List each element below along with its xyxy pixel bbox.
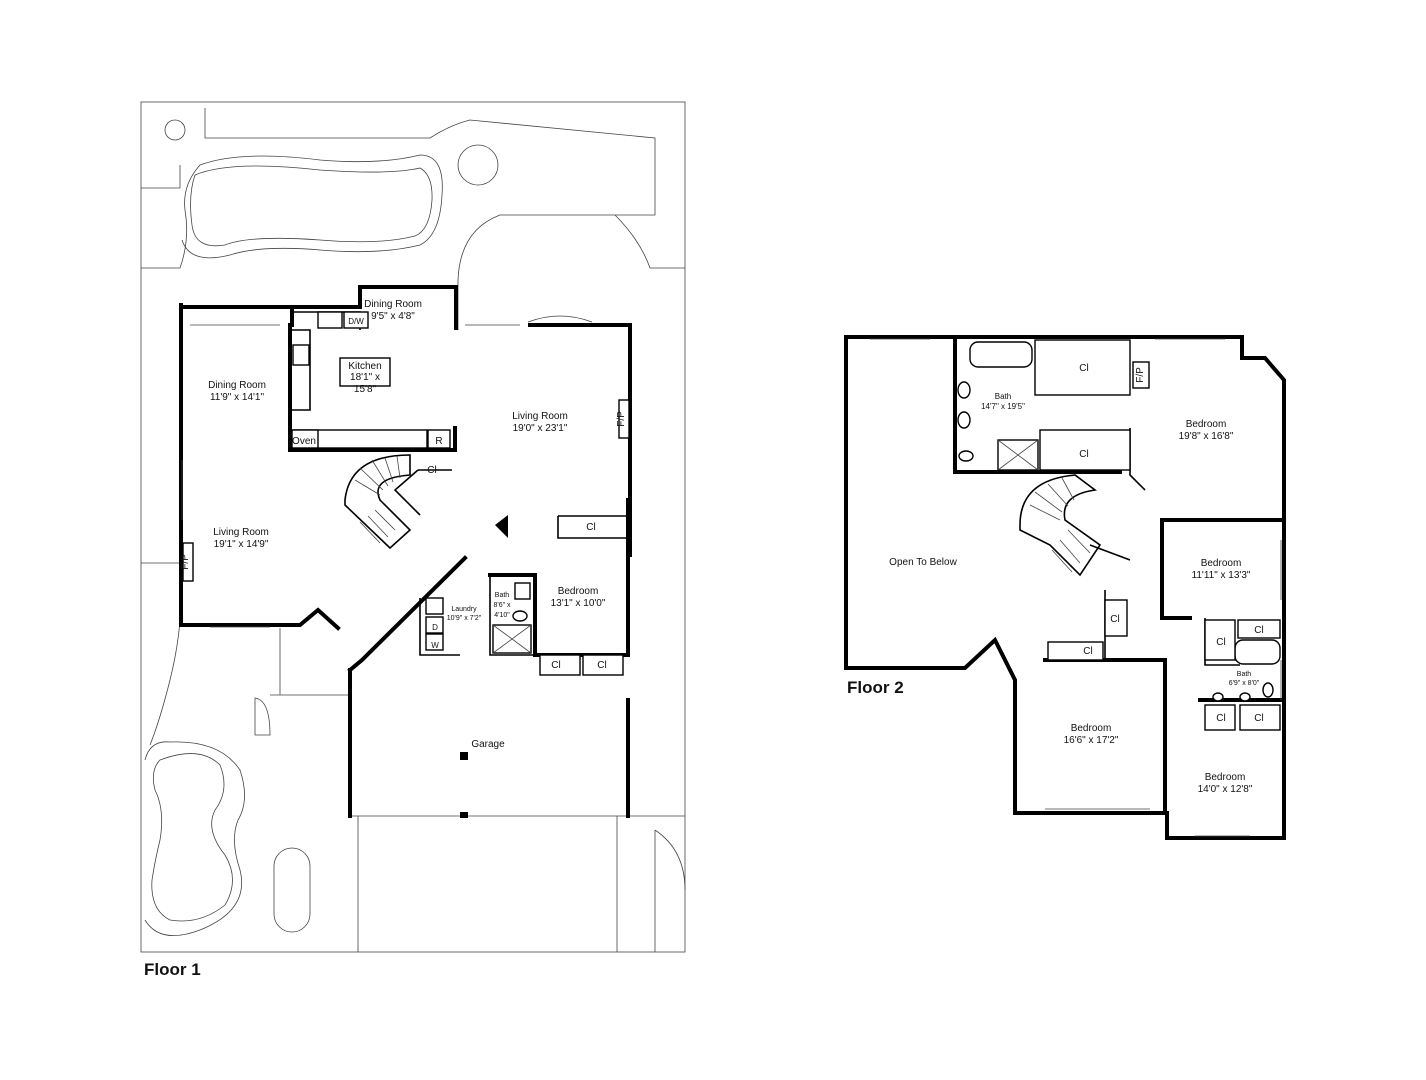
f2-bedroom-4-name: Bedroom [1205,772,1246,783]
laundry-name: Laundry [451,606,477,613]
f2-bedroom-4-dims: 14'0" x 12'8" [1198,784,1253,795]
f1-closet-stair: Cl [427,465,436,476]
f2-closet-e: Cl [1216,637,1225,648]
floor-1-title: Floor 1 [144,960,201,979]
washer-label: W [431,641,439,650]
lot-boundary [140,101,686,953]
f1-living-room-2-name: Living Room [213,527,269,538]
f2-closet-d: Cl [1083,646,1092,657]
f2-master-bedroom-dims: 19'8" x 16'8" [1179,431,1234,442]
f1-dining-room-dims: 11'9" x 14'1" [210,392,265,403]
f2-master-bath-dims: 14'7" x 19'5" [981,402,1025,411]
f1-closet-b: Cl [597,660,606,671]
floor-2-windows [870,338,1282,837]
floor-1-walls [179,285,632,818]
open-to-below-label: Open To Below [889,557,957,568]
floor-2-plan: Bath 14'7" x 19'5" Bedroom 19'8" x 16'8"… [844,335,1286,840]
floor-2-fixtures [957,339,1281,731]
f2-master-bedroom-name: Bedroom [1186,419,1227,430]
f2-closet-c: Cl [1110,614,1119,625]
f2-bedroom-2-name: Bedroom [1201,558,1242,569]
f1-living-room-name: Living Room [512,411,568,422]
f1-bath-dims-2: 4'10" [494,612,510,619]
laundry-dims: 10'9" x 7'2" [447,615,482,622]
floor-2-stairs [1019,474,1131,577]
f2-closet-f: Cl [1254,625,1263,636]
pool-area [141,108,685,330]
f1-closet-a: Cl [551,660,560,671]
garage-name: Garage [471,739,505,750]
f2-closet-a: Cl [1079,363,1088,374]
f2-bath-2-dims: 6'9" x 8'0" [1229,680,1260,687]
f1-fireplace-label-b: F/P [180,554,191,570]
floor-1-plan: Dining Room 9'5" x 4'8" D/W Kitchen 18'1… [140,101,686,979]
f2-bedroom-3-name: Bedroom [1071,723,1112,734]
f2-bath-2-name: Bath [1237,671,1252,678]
dryer-label: D [432,623,438,632]
f2-bedroom-3-dims: 16'6" x 17'2" [1064,735,1119,746]
f1-bedroom-name: Bedroom [558,586,599,597]
floor-1-windows [181,315,630,818]
f1-dining-room-name: Dining Room [208,380,266,391]
f1-bath-name: Bath [495,592,510,599]
f2-closet-b: Cl [1079,449,1088,460]
kitchen-name: Kitchen [348,361,381,372]
lower-yard [141,562,686,952]
fridge-label: R [435,436,442,447]
spa [151,753,233,922]
f2-master-bath-name: Bath [995,392,1011,401]
f1-closet-living: Cl [586,522,595,533]
oven-label: Oven [292,436,316,447]
floor-2-title: Floor 2 [847,678,904,697]
dishwasher-label: D/W [348,317,364,326]
f2-bedroom-2-dims: 11'11" x 13'3" [1192,570,1251,581]
f2-closet-g: Cl [1216,713,1225,724]
f2-closet-h: Cl [1254,713,1263,724]
f1-fireplace-label-a: F/P [616,411,627,427]
floor-2-walls [844,335,1286,840]
f1-bath-dims-1: 8'6" x [493,602,511,609]
f1-living-room-dims: 19'0" x 23'1" [513,423,568,434]
pool [190,165,433,247]
kitchen-dims-1: 18'1" x [350,372,380,383]
kitchen-dims-2: 15'8" [354,384,377,395]
kitchen-counters [291,311,451,449]
f1-bedroom-dims: 13'1" x 10'0" [551,598,606,609]
f2-fireplace-label: F/P [1135,367,1146,383]
f1-dining-room-2-dims: 9'5" x 4'8" [371,311,415,322]
f1-dining-room-2-name: Dining Room [364,299,422,310]
laundry-bath-fixtures [425,582,624,676]
floor-1-stairs [344,454,412,550]
f1-living-room-2-dims: 19'1" x 14'9" [214,539,269,550]
